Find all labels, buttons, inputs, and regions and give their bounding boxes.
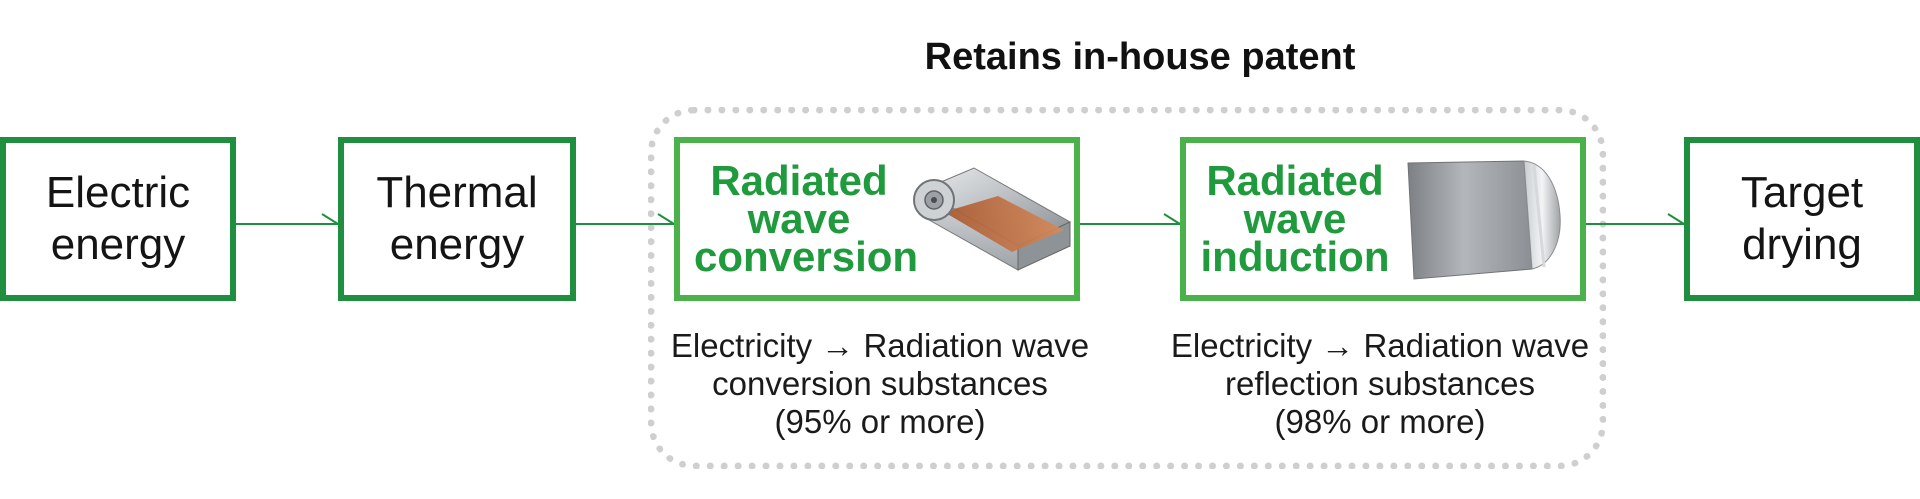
reflective-film-roll-icon <box>1398 157 1566 281</box>
arrowhead-induction-target <box>1668 214 1684 224</box>
box-thermal-energy-label: Thermal energy <box>376 167 537 271</box>
caption-conversion: Electricity → Radiation wave conversion … <box>660 327 1100 441</box>
box-target-drying: Target drying <box>1684 137 1920 301</box>
caption-induction-line2: reflection substances <box>1160 365 1600 403</box>
box-electric-energy-label: Electric energy <box>46 167 190 271</box>
arrowhead-thermal-conversion <box>658 214 674 224</box>
box-thermal-energy: Thermal energy <box>338 137 576 301</box>
caption-induction-line1: Electricity → Radiation wave <box>1160 327 1600 365</box>
box-induction-label: Radiated wave induction <box>1200 162 1390 276</box>
caption-induction: Electricity → Radiation wave reflection … <box>1160 327 1600 441</box>
box-conversion-label: Radiated wave conversion <box>694 162 904 276</box>
box-radiated-wave-induction: Radiated wave induction <box>1180 137 1586 301</box>
caption-conversion-line1: Electricity → Radiation wave <box>660 327 1100 365</box>
box-electric-energy: Electric energy <box>0 137 236 301</box>
caption-conversion-line3: (95% or more) <box>660 403 1100 441</box>
box-radiated-wave-conversion: Radiated wave conversion <box>674 137 1080 301</box>
radiant-heater-icon <box>904 160 1074 278</box>
caption-induction-line3: (98% or more) <box>1160 403 1600 441</box>
arrowhead-conversion-induction <box>1164 214 1180 224</box>
caption-conversion-line2: conversion substances <box>660 365 1100 403</box>
box-target-drying-label: Target drying <box>1741 167 1863 271</box>
arrowhead-electric-thermal <box>322 214 338 224</box>
